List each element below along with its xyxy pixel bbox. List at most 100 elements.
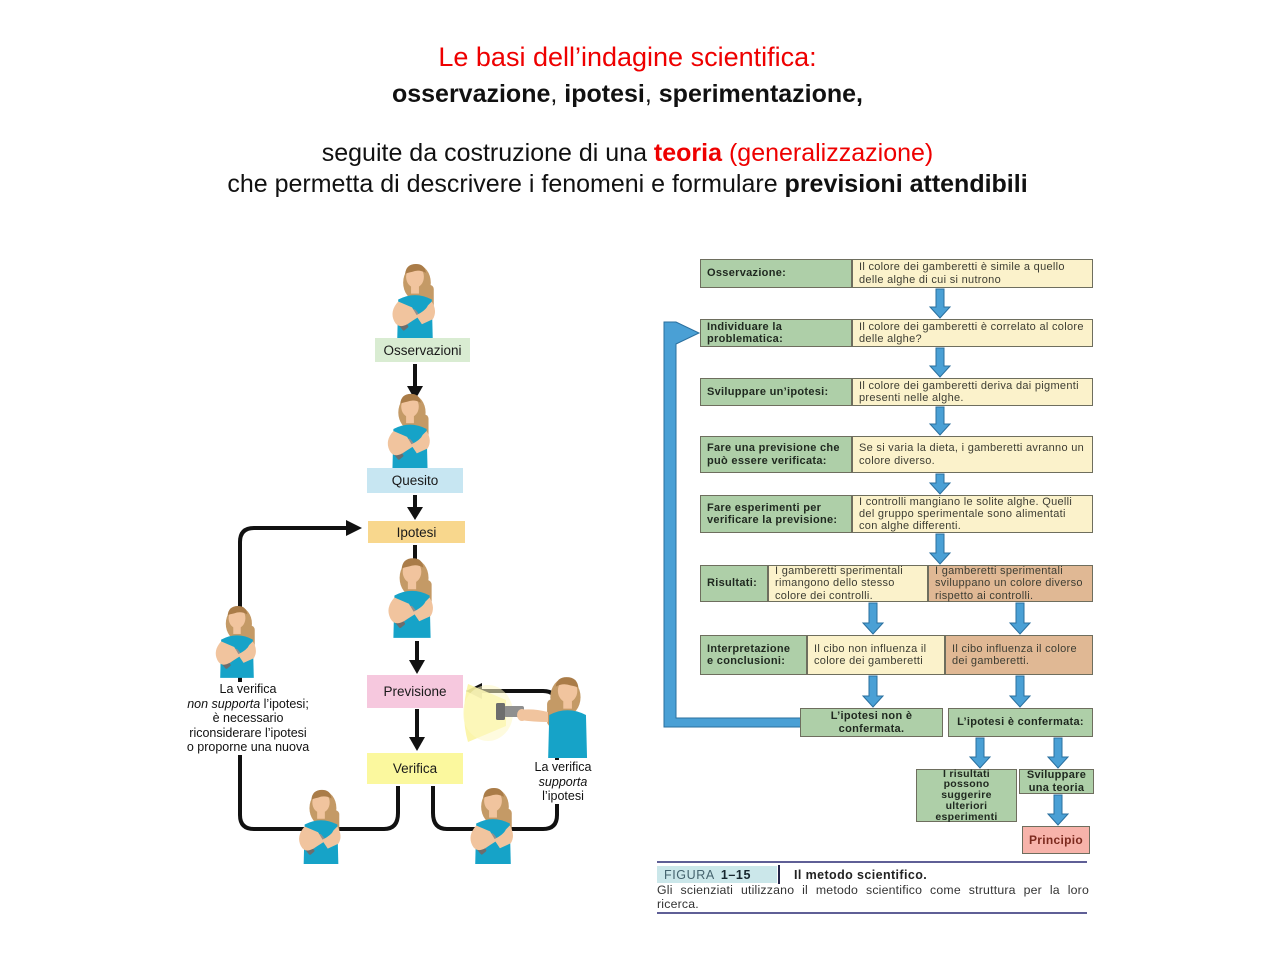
row-content-text: I gamberetti sperimentali rimangono dell…	[775, 565, 903, 602]
row-label: Individuare la problematica:	[700, 319, 852, 347]
outcome-confirmed-box: L’ipotesi è confermata:	[948, 708, 1093, 737]
row-label-text: Interpretazione e conclusioni:	[707, 642, 791, 667]
scientist-illustration	[463, 677, 588, 758]
row-content-text: Il colore dei gamberetti deriva dai pigm…	[859, 379, 1079, 404]
subtitle-word: sperimentazione,	[658, 80, 864, 108]
subtitle-separator: ,	[644, 80, 659, 108]
row-content: Il colore dei gamberetti è simile a quel…	[852, 259, 1093, 288]
row-content-text: Il cibo influenza il colore dei gamberet…	[952, 642, 1077, 667]
arrow-down-icon	[409, 737, 425, 751]
flow-arrow-icon	[1046, 794, 1070, 826]
row-label-text: Fare esperimenti per verificare la previ…	[707, 501, 838, 526]
title-line4: che permetta di descrivere i fenomeni e …	[0, 170, 1255, 199]
row-content-text: Il cibo non influenza il colore dei gamb…	[814, 642, 927, 667]
title-teoria: teoria	[653, 139, 723, 167]
flow-row-risultati: Risultati: I gamberetti sperimentali rim…	[700, 565, 1093, 602]
flow-row-previsione: Fare una previsione che può essere verif…	[700, 436, 1093, 473]
figure-number: 1–15	[720, 867, 752, 882]
arrow-down-icon	[407, 507, 423, 520]
caption-divider	[778, 865, 780, 884]
arrow-down-icon	[409, 660, 425, 674]
note-text: o proporne una nuova	[186, 740, 310, 754]
further-experiments-box: I risultati possono suggerire ulteriori …	[916, 767, 1017, 823]
flow-row-esperimenti: Fare esperimenti per verificare la previ…	[700, 495, 1093, 533]
figure-number-box: FIGURA 1–15	[657, 866, 777, 883]
row-content-text: Il colore dei gamberetti è correlato al …	[859, 320, 1084, 345]
row-label-text: Risultati:	[707, 577, 758, 590]
outcome-not-confirmed-box: L’ipotesi non è confermata.	[800, 708, 943, 737]
flow-arrow-icon	[968, 737, 992, 769]
row-content-text: I gamberetti sperimentali sviluppano un …	[935, 565, 1083, 602]
arrow-right-icon	[346, 520, 362, 536]
flow-box-verifica: Verifica	[367, 753, 463, 784]
row-content-right: I gamberetti sperimentali sviluppano un …	[928, 565, 1093, 602]
row-label: Fare una previsione che può essere verif…	[700, 436, 852, 473]
note-text: riconsiderare l’ipotesi	[189, 725, 307, 740]
flow-arrow-icon	[1008, 602, 1032, 635]
subtitle-word: ipotesi	[564, 80, 645, 108]
note-not-supported: La verifica non supporta l’ipotesi; è ne…	[181, 682, 315, 755]
note-text: è necessario	[212, 711, 284, 725]
principle-text: Principio	[1028, 832, 1084, 847]
right-flow-arrows	[663, 288, 1070, 826]
flow-arrow-icon	[861, 675, 885, 708]
row-content: I controlli mangiano le solite alghe. Qu…	[852, 495, 1093, 533]
title-generalizzazione: (generalizzazione)	[722, 139, 934, 167]
figure-label: FIGURA	[664, 867, 715, 882]
note-text: La verifica	[534, 760, 592, 774]
flow-arrow-icon	[928, 533, 952, 565]
title-line3-text: seguite da costruzione di una	[321, 139, 654, 167]
row-label: Interpretazione e conclusioni:	[700, 635, 807, 675]
slide-title: Le basi dell’indagine scientifica:	[438, 42, 817, 72]
scientist-illustration	[384, 261, 446, 340]
note-supported: La verifica supporta l’ipotesi	[523, 760, 603, 804]
outcome-text: L’ipotesi è confermata:	[957, 716, 1084, 729]
note-text-italic: supporta	[538, 774, 588, 789]
row-label: Risultati:	[700, 565, 768, 602]
note-text-italic: non supporta	[187, 696, 261, 711]
row-label-text: Individuare la problematica:	[707, 320, 784, 345]
row-content-text: I controlli mangiano le solite alghe. Qu…	[859, 495, 1073, 533]
subtitle-word: osservazione	[391, 80, 551, 108]
row-label: Fare esperimenti per verificare la previ…	[700, 495, 852, 533]
further-experiments-text: I risultati possono suggerire ulteriori …	[935, 767, 998, 823]
row-content: Il colore dei gamberetti è correlato al …	[852, 319, 1093, 347]
row-content-text: Se si varia la dieta, i gamberetti avran…	[859, 442, 1085, 467]
title-line3: seguite da costruzione di una teoria (ge…	[0, 139, 1255, 168]
flashlight-beam	[463, 685, 513, 741]
row-label-text: Osservazione:	[707, 267, 787, 280]
scientist-illustration	[381, 553, 443, 640]
flow-arrow-icon	[928, 406, 952, 436]
row-label: Osservazione:	[700, 259, 852, 288]
feedback-arrow-icon	[663, 321, 802, 728]
row-content-right: Il cibo influenza il colore dei gamberet…	[945, 635, 1093, 675]
row-label-text: Sviluppare un’ipotesi:	[707, 385, 829, 398]
title-previsioni: previsioni attendibili	[784, 170, 1028, 198]
flow-arrow-icon	[1046, 737, 1070, 769]
caption-top-rule	[657, 861, 1087, 863]
row-content-text: Il colore dei gamberetti è simile a quel…	[859, 261, 1065, 286]
row-content: Se si varia la dieta, i gamberetti avran…	[852, 436, 1093, 473]
row-content-left: Il cibo non influenza il colore dei gamb…	[807, 635, 945, 675]
arrow-down-icon	[407, 386, 423, 400]
develop-theory-box: Sviluppare una teoria	[1019, 769, 1094, 794]
flow-arrow-icon	[928, 288, 952, 319]
flow-arrow-icon	[861, 602, 885, 635]
figure-caption-text: Gli scienziati utilizzano il metodo scie…	[657, 883, 1089, 911]
scientist-illustration	[287, 787, 355, 864]
flow-arrow-icon	[1008, 675, 1032, 708]
flow-row-ipotesi: Sviluppare un’ipotesi: Il colore dei gam…	[700, 378, 1093, 406]
row-label-text: Fare una previsione che può essere verif…	[707, 442, 840, 467]
outcome-text: L’ipotesi non è confermata.	[830, 710, 913, 735]
scientist-illustration	[209, 603, 265, 678]
develop-theory-text: Sviluppare una teoria	[1026, 769, 1087, 794]
scientist-illustration	[377, 391, 443, 469]
flow-arrow-icon	[928, 473, 952, 495]
subtitle-separator: ,	[550, 80, 565, 108]
slide-subtitle: osservazione, ipotesi, sperimentazione,	[0, 80, 1255, 109]
flow-box-previsione: Previsione	[367, 675, 463, 708]
flow-box-ipotesi: Ipotesi	[368, 521, 465, 543]
flow-row-problematica: Individuare la problematica: Il colore d…	[700, 319, 1093, 347]
flow-row-interpretazione: Interpretazione e conclusioni: Il cibo n…	[700, 635, 1093, 675]
